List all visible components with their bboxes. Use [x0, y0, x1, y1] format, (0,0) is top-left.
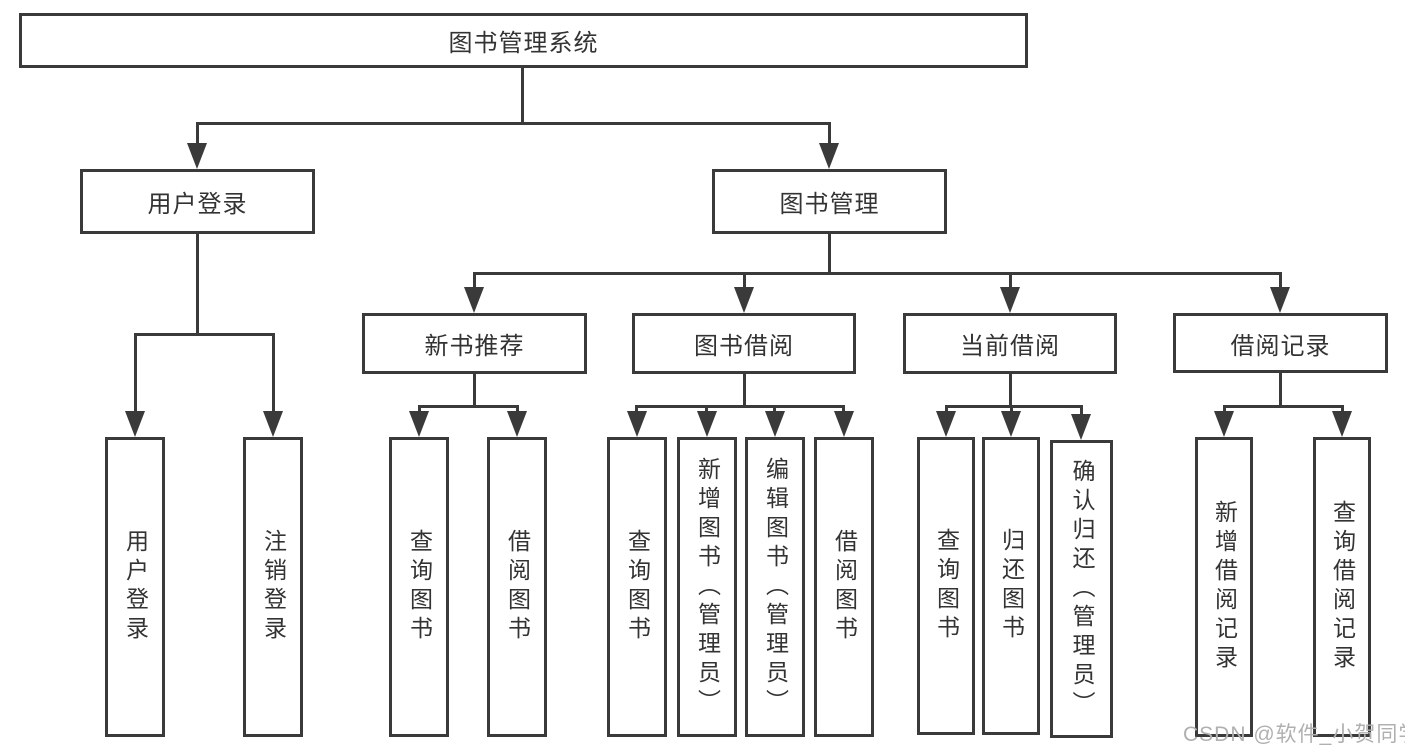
- connector-drop: [842, 405, 845, 415]
- connector-drop: [1080, 405, 1083, 417]
- connector-drop: [196, 122, 199, 146]
- connector-group-rail: [1223, 405, 1344, 408]
- arrowhead-down: [1000, 287, 1020, 313]
- connector-drop: [1009, 272, 1012, 290]
- node-new-book-recommend: 新书推荐: [362, 313, 587, 374]
- leaf-user-login: 用户登录: [105, 437, 165, 737]
- arrowhead-down: [734, 287, 754, 313]
- connector-drop: [743, 272, 746, 290]
- connector-drop: [272, 333, 275, 415]
- leaf-borrow-books-1: 借阅图书: [487, 437, 547, 737]
- leaf-query-books-2: 查询图书: [607, 437, 667, 737]
- arrowhead-down: [263, 411, 283, 437]
- arrowhead-down: [125, 411, 145, 437]
- node-borrow-records: 借阅记录: [1173, 313, 1388, 373]
- connector-drop: [828, 122, 831, 146]
- node-root: 图书管理系统: [19, 13, 1028, 68]
- leaf-add-borrow-record: 新增借阅记录: [1195, 437, 1253, 737]
- leaf-confirm-return-admin: 确认归还（管理员）: [1050, 440, 1113, 738]
- arrowhead-down: [1332, 411, 1352, 437]
- arrowhead-down: [1071, 414, 1091, 440]
- leaf-logout: 注销登录: [243, 437, 303, 737]
- connector-drop: [705, 405, 708, 415]
- connector-drop: [1341, 405, 1344, 415]
- arrowhead-down: [1001, 411, 1021, 437]
- connector-group-rail: [418, 405, 519, 408]
- arrowhead-down: [627, 411, 647, 437]
- connector-level2-rail: [196, 122, 831, 125]
- connector-drop: [134, 333, 137, 415]
- node-user-login: 用户登录: [80, 169, 315, 234]
- arrowhead-down: [936, 411, 956, 437]
- connector-group-rail: [945, 405, 1082, 408]
- connector-root-stem: [521, 68, 524, 122]
- arrowhead-down: [765, 411, 785, 437]
- connector-drop: [1010, 405, 1013, 415]
- leaf-query-borrow-record: 查询借阅记录: [1313, 437, 1371, 737]
- connector-drop: [1223, 405, 1226, 415]
- node-book-borrow: 图书借阅: [632, 313, 856, 374]
- arrowhead-down: [1270, 287, 1290, 313]
- arrowhead-down: [697, 411, 717, 437]
- leaf-add-book-admin: 新增图书（管理员）: [677, 437, 737, 737]
- arrowhead-down: [507, 411, 527, 437]
- arrowhead-down: [187, 143, 207, 169]
- connector-group-stem: [1279, 373, 1282, 405]
- connector-user-login-rail: [134, 333, 275, 336]
- connector-drop: [1279, 272, 1282, 290]
- connector-drop: [473, 272, 476, 290]
- arrowhead-down: [409, 411, 429, 437]
- connector-drop: [945, 405, 948, 415]
- connector-drop: [635, 405, 638, 415]
- connector-drop: [516, 405, 519, 415]
- arrowhead-down: [464, 287, 484, 313]
- leaf-borrow-books-2: 借阅图书: [814, 437, 874, 737]
- watermark: CSDN @软件_小贺同学: [1183, 723, 1405, 746]
- node-book-management: 图书管理: [712, 169, 947, 234]
- connector-book-mgmt-stem: [828, 234, 831, 272]
- leaf-edit-book-admin: 编辑图书（管理员）: [745, 437, 805, 737]
- leaf-query-books-3: 查询图书: [917, 437, 975, 735]
- node-current-borrow: 当前借阅: [903, 313, 1117, 374]
- leaf-return-book: 归还图书: [982, 437, 1040, 735]
- leaf-query-books-1: 查询图书: [389, 437, 449, 737]
- connector-level3-rail: [473, 272, 1282, 275]
- arrowhead-down: [1214, 411, 1234, 437]
- connector-group-stem: [1009, 374, 1012, 405]
- connector-group-stem: [473, 374, 476, 405]
- arrowhead-down: [834, 411, 854, 437]
- connector-group-stem: [743, 374, 746, 405]
- connector-user-login-stem: [196, 234, 199, 333]
- connector-drop: [773, 405, 776, 415]
- connector-drop: [418, 405, 421, 415]
- connector-group-rail: [635, 405, 845, 408]
- arrowhead-down: [819, 143, 839, 169]
